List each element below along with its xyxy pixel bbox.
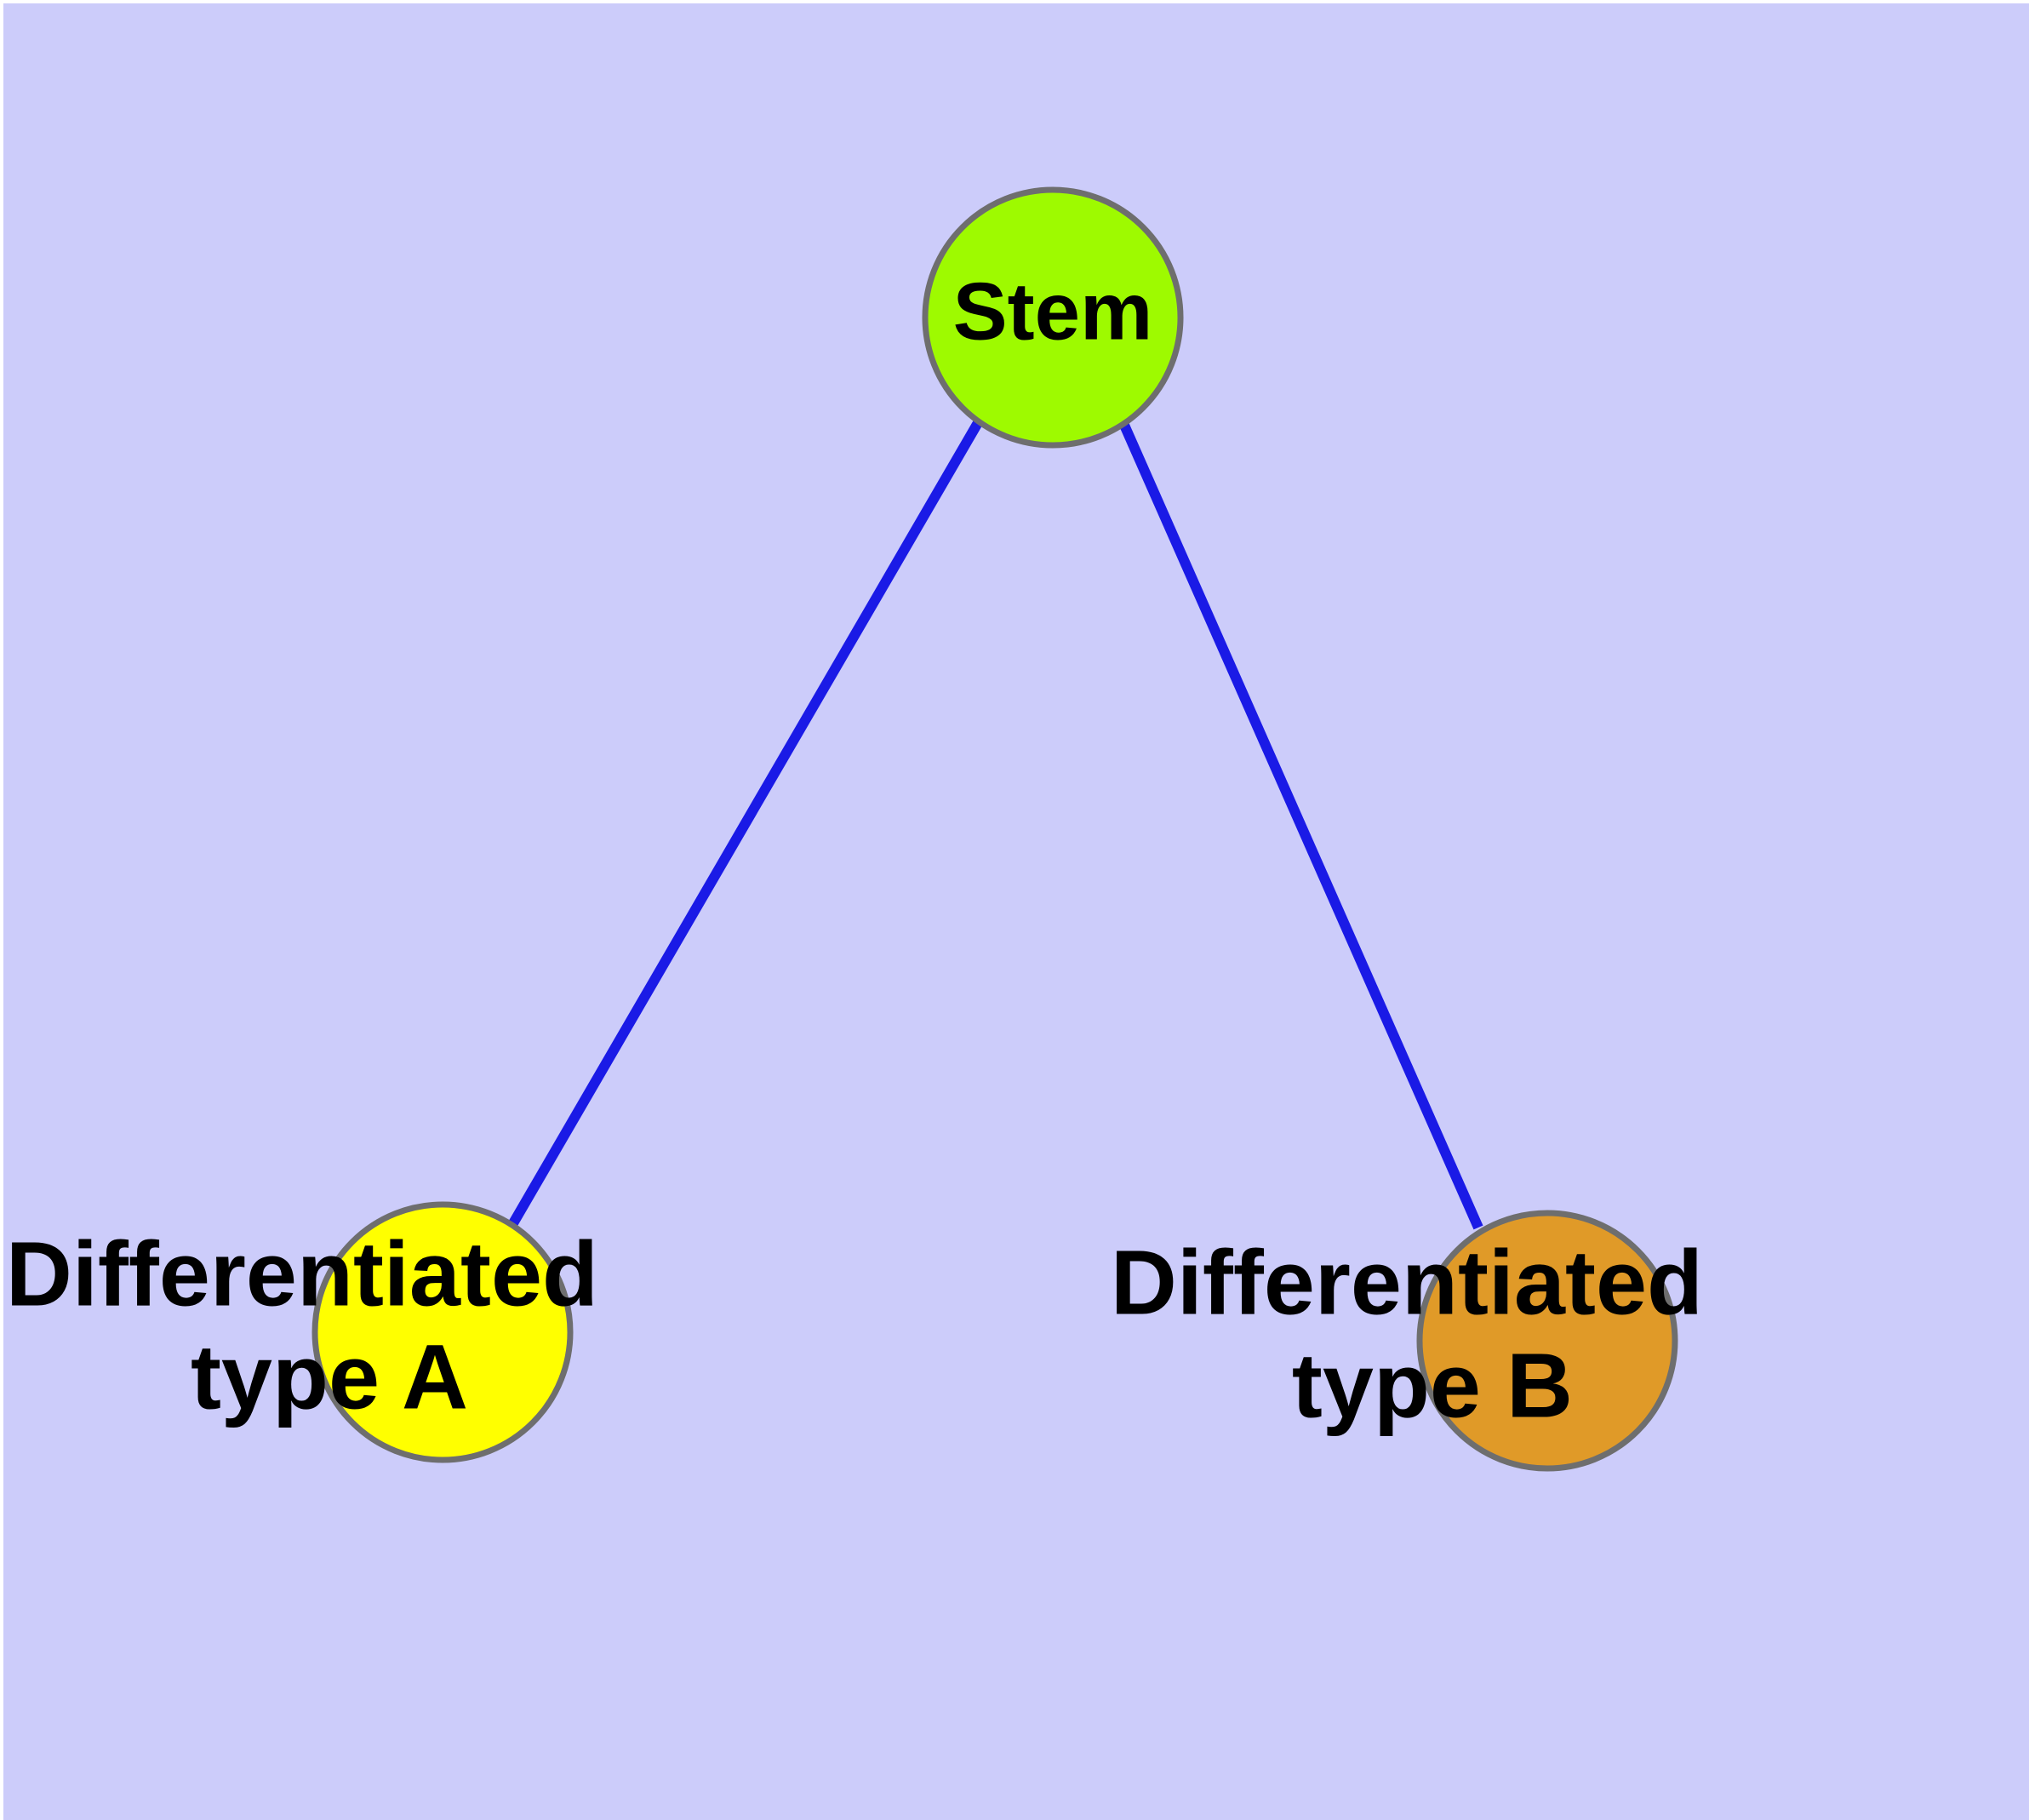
node-differentiated-type-a[interactable]: Differentiated type A: [0, 0, 879, 1463]
node-differentiated-type-a-label-line2: type A: [191, 1325, 466, 1428]
node-differentiated-type-a-label-line1: Differentiated: [6, 1222, 598, 1325]
edge-stem-to-differentiated-type-b[interactable]: [1118, 421, 1483, 1230]
node-differentiated-type-b-circle[interactable]: [1416, 1210, 1678, 1472]
node-differentiated-type-b[interactable]: Differentiated type B: [0, 0, 1984, 1472]
edge-stem-to-differentiated-type-a[interactable]: [508, 418, 984, 1227]
node-differentiated-type-b-label: Differentiated type B: [1111, 1230, 1703, 1436]
node-differentiated-type-a-label: Differentiated type A: [0, 0, 879, 1428]
node-stem-label: Stem: [953, 266, 1153, 357]
node-group: Stem Differentiated type A Differentiate…: [0, 0, 1984, 1472]
edge-group: [508, 418, 1483, 1230]
node-differentiated-type-a-circle[interactable]: [311, 1201, 574, 1463]
node-stem-circle[interactable]: [922, 186, 1184, 449]
node-stem[interactable]: Stem: [922, 186, 1184, 449]
node-differentiated-type-b-label-line1: Differentiated: [1111, 1230, 1703, 1333]
node-differentiated-type-b-label-line2: type B: [1292, 1333, 1573, 1436]
